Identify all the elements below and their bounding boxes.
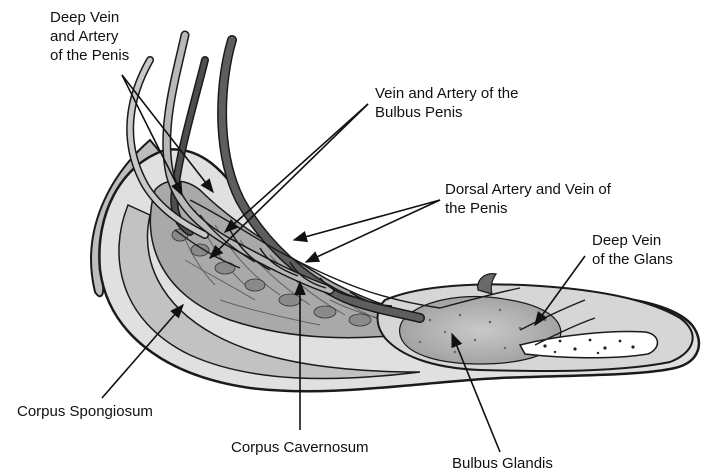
label-corpus-spongiosum: Corpus Spongiosum	[17, 402, 153, 421]
label-line: Bulbus Penis	[375, 103, 518, 122]
label-line: Deep Vein	[592, 231, 673, 250]
label-line: the Penis	[445, 199, 611, 218]
label-line: Vein and Artery of the	[375, 84, 518, 103]
label-vein-artery-bulbus-penis: Vein and Artery of the Bulbus Penis	[375, 84, 518, 122]
label-line: of the Penis	[50, 46, 129, 65]
label-deep-vein-glans: Deep Vein of the Glans	[592, 231, 673, 269]
label-deep-vein-artery-penis: Deep Vein and Artery of the Penis	[50, 8, 129, 65]
arrow-vein-artery-bulbus-b	[225, 104, 368, 232]
label-line: and Artery	[50, 27, 129, 46]
label-line: Dorsal Artery and Vein of	[445, 180, 611, 199]
label-line: Deep Vein	[50, 8, 129, 27]
label-dorsal-artery-vein: Dorsal Artery and Vein of the Penis	[445, 180, 611, 218]
label-bulbus-glandis: Bulbus Glandis	[452, 454, 553, 473]
label-line: of the Glans	[592, 250, 673, 269]
label-corpus-cavernosum: Corpus Cavernosum	[231, 438, 369, 457]
